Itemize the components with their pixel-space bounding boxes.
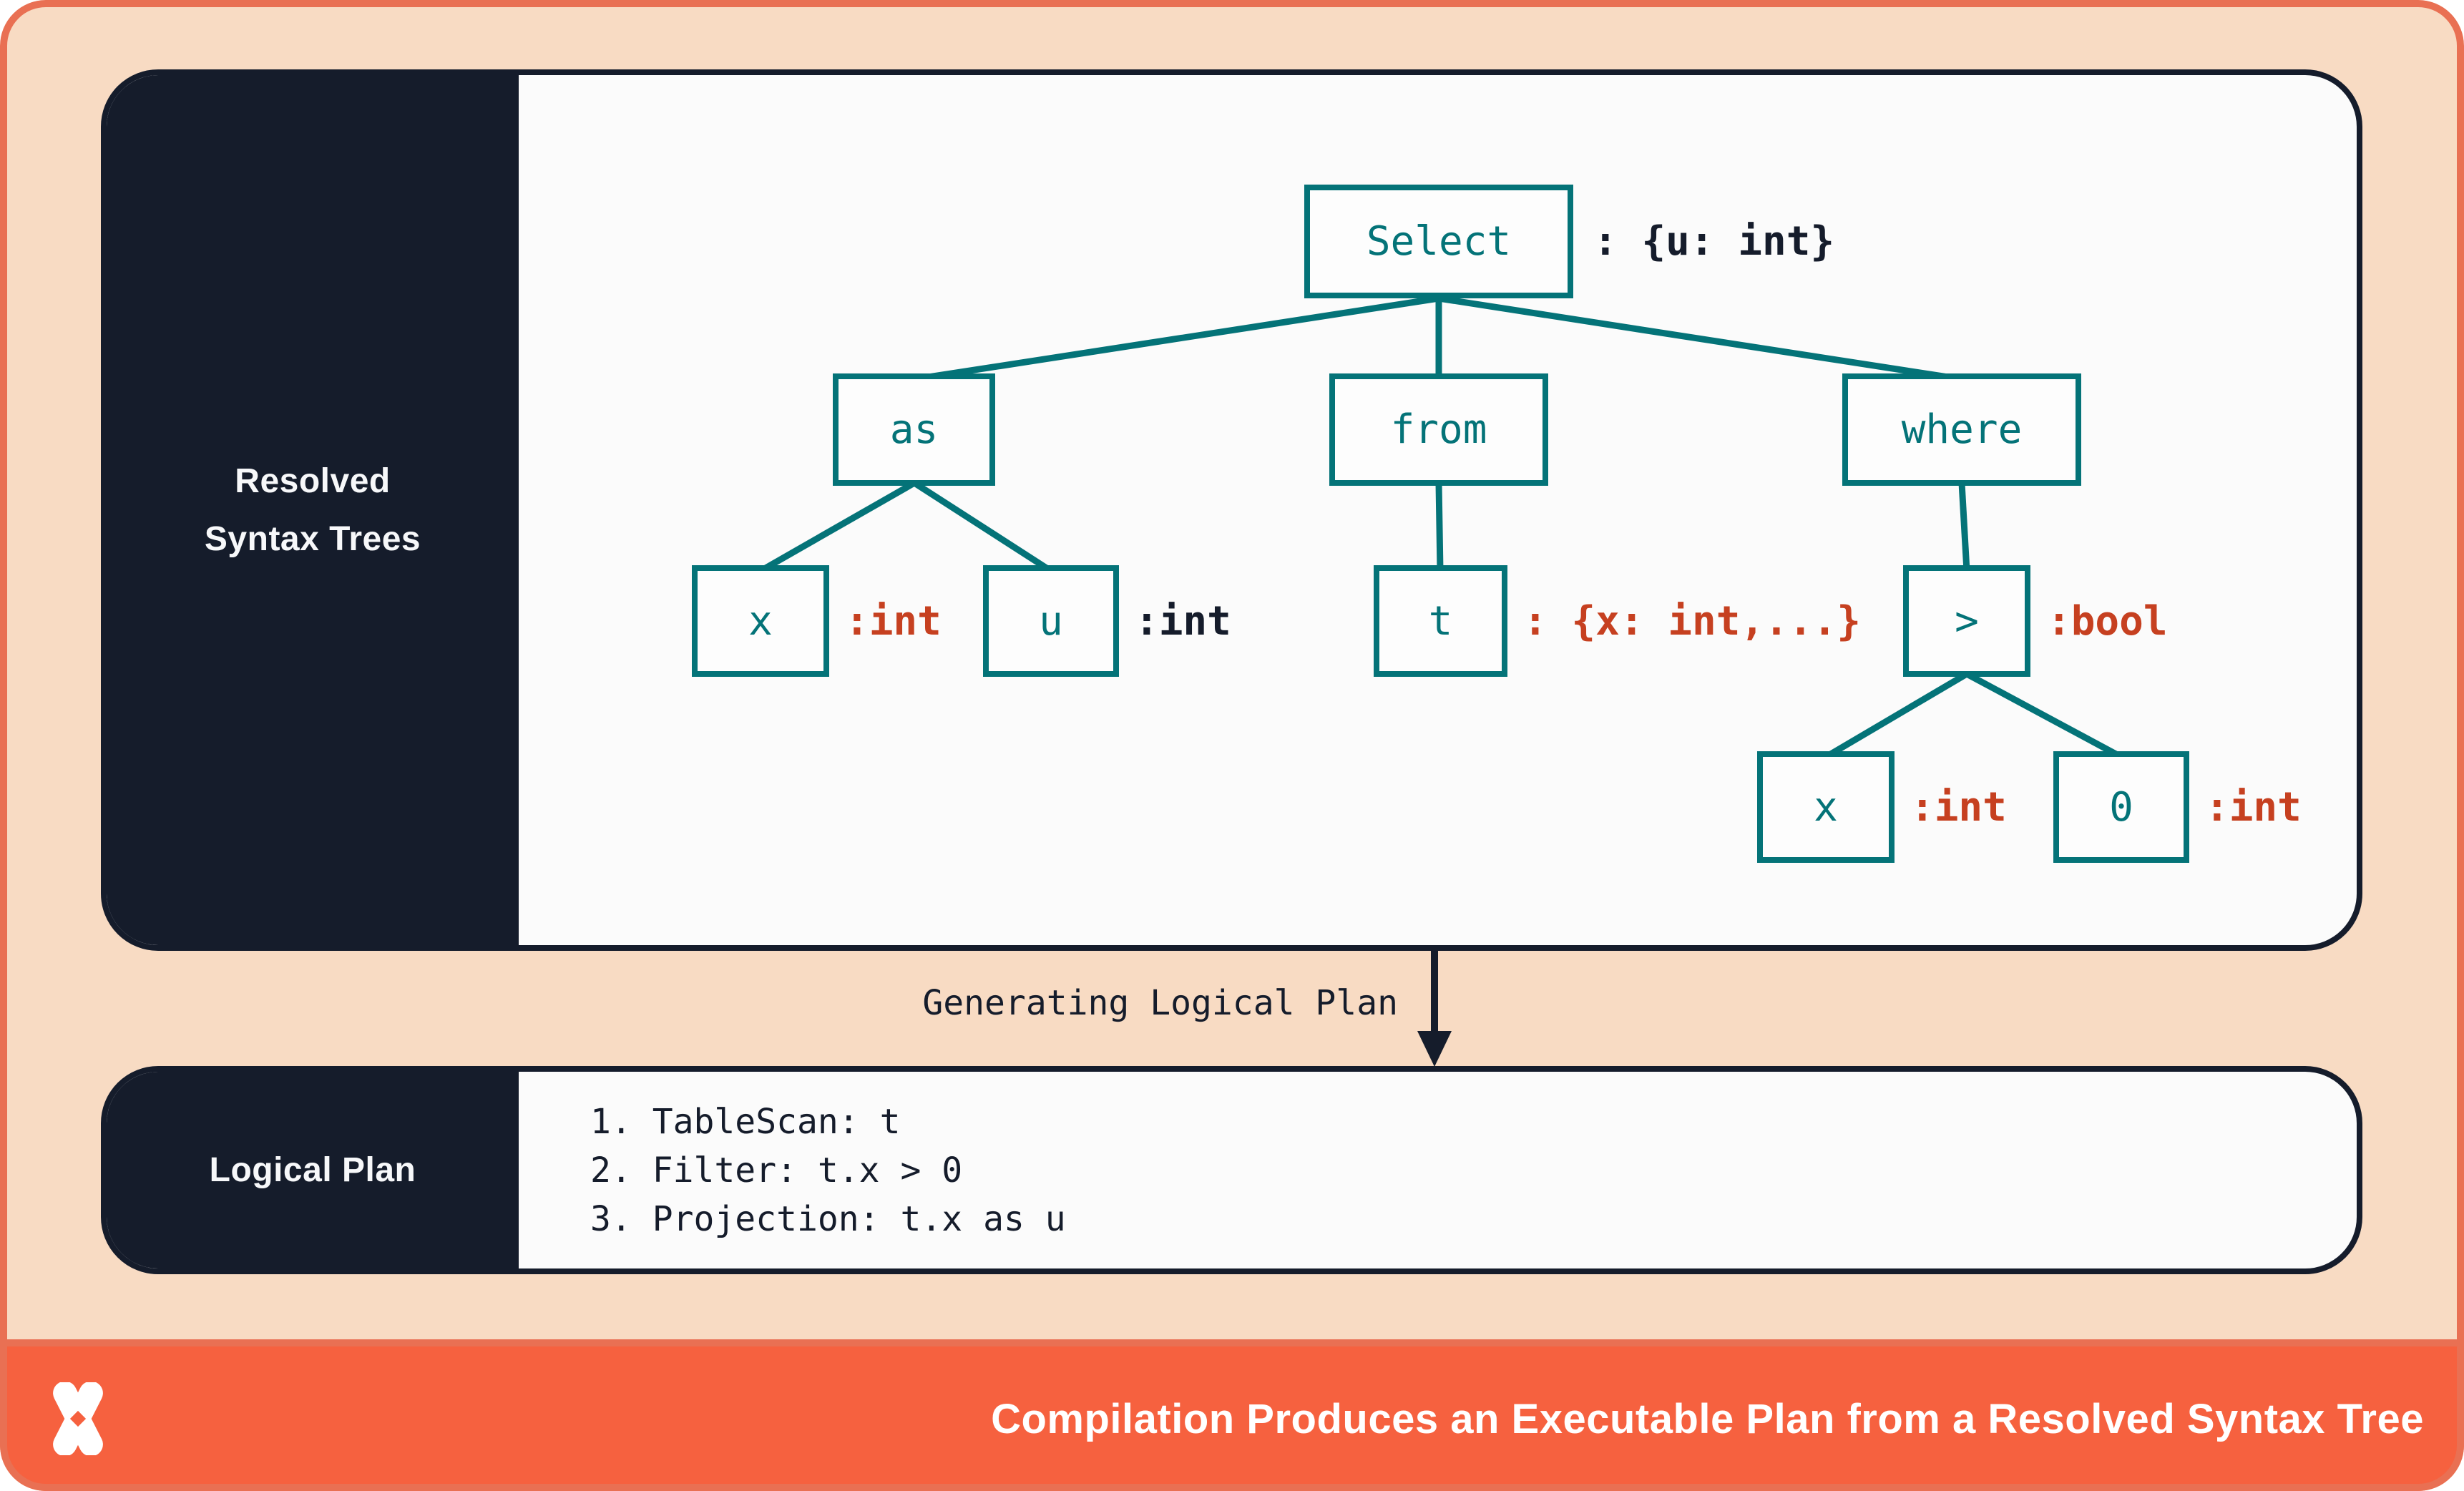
tree-edge <box>1958 482 1970 572</box>
tree-edge <box>1438 295 1962 383</box>
logo-center-diamond <box>69 1410 87 1427</box>
logical-plan-sidebar: Logical Plan <box>107 1072 519 1268</box>
rst-sidebar: Resolved Syntax Trees <box>107 75 519 945</box>
logical-plan-steps: 1. TableScan: t 2. Filter: t.x > 0 3. Pr… <box>590 1072 2328 1268</box>
tree-node-x-cmp: x <box>1757 751 1895 863</box>
type-annotation-x-cmp: :int <box>1910 783 2007 831</box>
tree-node-t: t <box>1374 565 1507 677</box>
type-annotation-select: : {u: int} <box>1593 218 1835 265</box>
type-annotation-zero: :int <box>2205 783 2302 831</box>
footer-title: Compilation Produces an Executable Plan … <box>991 1395 2424 1442</box>
tree-node-x-as: x <box>692 565 829 677</box>
tree-node-greater-than: > <box>1903 565 2030 677</box>
tree-edge <box>912 480 1053 574</box>
tree-edge <box>1435 482 1444 572</box>
rst-tree: Select : {u: int} as from where x :int u… <box>107 75 2357 945</box>
rst-sidebar-title-line2: Syntax Trees <box>204 520 421 558</box>
logical-plan-step: 2. Filter: t.x > 0 <box>590 1150 963 1191</box>
tree-node-where: where <box>1842 373 2081 486</box>
type-annotation-x-as: :int <box>845 597 942 645</box>
logical-plan-sidebar-title: Logical Plan <box>209 1151 416 1189</box>
tree-node-from: from <box>1329 373 1548 486</box>
type-annotation-u: :int <box>1135 597 1231 645</box>
logical-plan-step: 1. TableScan: t <box>590 1101 901 1142</box>
tree-node-as: as <box>833 373 995 486</box>
down-arrow-icon <box>1431 951 1438 1032</box>
footer: Compilation Produces an Executable Plan … <box>0 1339 2464 1491</box>
logical-plan-step: 3. Projection: t.x as u <box>590 1198 1066 1239</box>
tree-node-zero: 0 <box>2053 751 2189 863</box>
transition-label: Generating Logical Plan <box>922 983 1398 1023</box>
type-annotation-t: : {x: int,...} <box>1523 597 1862 645</box>
tree-edge <box>914 295 1439 383</box>
logical-plan-panel: Logical Plan 1. TableScan: t 2. Filter: … <box>101 1066 2362 1274</box>
brand-x-logo-icon <box>53 1382 103 1455</box>
tree-node-select: Select <box>1304 185 1573 298</box>
down-arrow-head-icon <box>1417 1031 1452 1067</box>
tree-edge <box>1824 671 1969 760</box>
tree-edge <box>758 480 916 574</box>
tree-node-u: u <box>983 565 1119 677</box>
tree-edge <box>1965 671 2123 760</box>
tree-edges <box>758 295 2123 760</box>
rst-sidebar-title-line1: Resolved <box>235 462 391 500</box>
type-annotation-greater-than: :bool <box>2047 597 2168 645</box>
resolved-syntax-trees-panel: Resolved Syntax Trees Select : {u: int} <box>101 69 2362 951</box>
